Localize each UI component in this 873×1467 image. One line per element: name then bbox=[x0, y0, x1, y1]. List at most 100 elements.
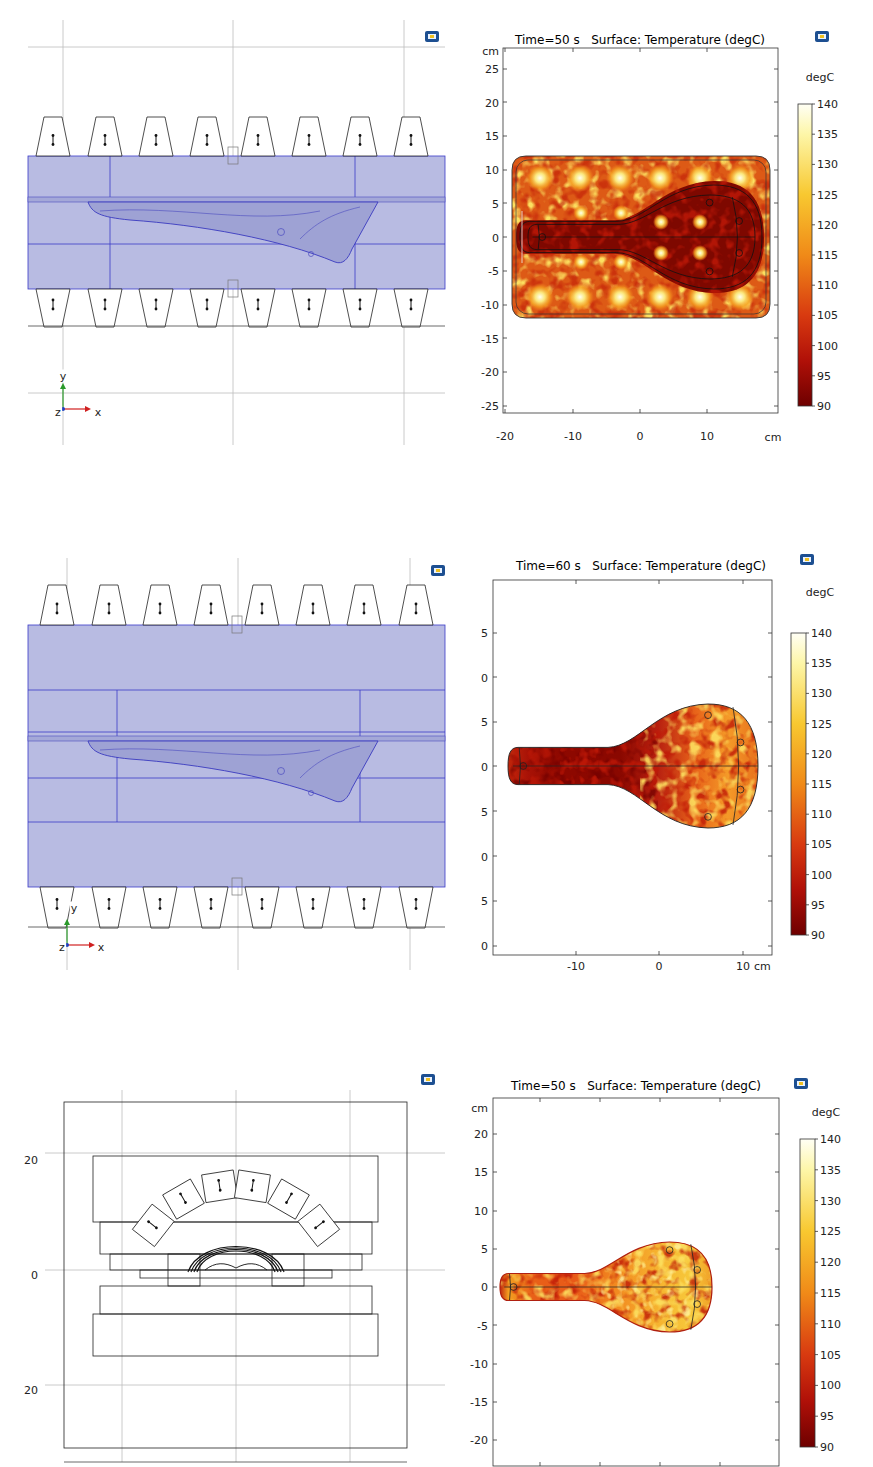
colorbar-tick bbox=[812, 134, 815, 135]
lamp-terminal bbox=[314, 1226, 318, 1230]
mount-hole bbox=[705, 712, 712, 719]
tick-mark bbox=[503, 338, 507, 339]
lamp-housing bbox=[296, 887, 330, 928]
axis-tick-label: 0 bbox=[31, 1269, 38, 1282]
axis-tick-label: 5 bbox=[481, 627, 488, 640]
lamp-terminal bbox=[56, 612, 59, 615]
tick-mark bbox=[743, 580, 744, 584]
tick-mark bbox=[576, 951, 577, 955]
tick-mark bbox=[640, 409, 641, 413]
lamp-terminal bbox=[104, 134, 107, 137]
side-view bbox=[28, 558, 445, 970]
lamp-terminal bbox=[257, 143, 260, 146]
tick-mark bbox=[493, 946, 497, 947]
lamp-terminal bbox=[359, 143, 362, 146]
axis-tick-label: 5 bbox=[481, 805, 488, 818]
lamp-terminal bbox=[219, 1189, 222, 1192]
mottle-group bbox=[512, 156, 770, 318]
guide-block bbox=[232, 616, 242, 633]
temperature-mottle bbox=[516, 180, 766, 295]
tick-mark bbox=[493, 1440, 497, 1441]
lamp-terminal bbox=[312, 612, 315, 615]
saddle-contour bbox=[300, 746, 360, 778]
lamp-filament bbox=[149, 1222, 157, 1228]
mold-line bbox=[28, 244, 445, 245]
saddle-outline bbox=[520, 185, 762, 289]
mottle-group bbox=[508, 700, 760, 835]
axis-triad-label: z bbox=[54, 406, 62, 419]
colorbar-tick bbox=[815, 1416, 818, 1417]
tick-mark bbox=[659, 951, 660, 955]
tick-mark bbox=[707, 48, 708, 52]
hot-spot bbox=[573, 254, 589, 270]
lamp-terminal bbox=[210, 612, 213, 615]
lamp-terminal bbox=[261, 907, 264, 910]
axis-tick-label: -15 bbox=[481, 332, 499, 345]
colorbar-tick-label: 125 bbox=[817, 188, 838, 201]
colorbar-tick-label: 110 bbox=[820, 1317, 841, 1330]
axis-tick-label: 5 bbox=[481, 716, 488, 729]
lamp-terminal bbox=[104, 143, 107, 146]
axis-tick-label: -20 bbox=[496, 430, 514, 443]
lamp-terminal bbox=[359, 299, 362, 302]
mount-hole bbox=[666, 1321, 673, 1328]
lamp-terminal bbox=[147, 1220, 151, 1224]
colorbar-tick-label: 130 bbox=[817, 158, 838, 171]
colorbar-tick-label: 135 bbox=[817, 128, 838, 141]
axis-tick-label: 20 bbox=[24, 1384, 38, 1397]
tick-mark bbox=[768, 946, 772, 947]
tick-mark bbox=[774, 203, 778, 204]
lamp-housing bbox=[347, 887, 381, 928]
lamp-filament bbox=[181, 1194, 186, 1203]
icon-mark bbox=[820, 35, 824, 38]
tick-mark bbox=[774, 271, 778, 272]
center-line bbox=[533, 237, 755, 238]
lamp-terminal bbox=[410, 299, 413, 302]
axis-tick-label: 20 bbox=[24, 1154, 38, 1167]
grid-line bbox=[350, 1090, 351, 1462]
lamp-terminal bbox=[359, 308, 362, 311]
colorbar-tick-label: 90 bbox=[811, 929, 825, 942]
mold-line bbox=[28, 822, 445, 823]
axis-tick-label: -10 bbox=[567, 960, 585, 973]
tick-mark bbox=[493, 677, 497, 678]
colorbar-tick bbox=[815, 1323, 818, 1324]
mount-hole bbox=[706, 268, 713, 275]
tool-block bbox=[93, 1314, 378, 1356]
tick-mark bbox=[493, 1325, 497, 1326]
colorbar-tick-label: 135 bbox=[811, 657, 832, 670]
axis-tick-label: 0 bbox=[481, 671, 488, 684]
colorbar-tick-label: 125 bbox=[811, 717, 832, 730]
plot-frame bbox=[493, 1098, 779, 1466]
tick-mark bbox=[503, 237, 507, 238]
tick-mark bbox=[768, 677, 772, 678]
lamp-housing bbox=[245, 585, 279, 625]
lamp-housing bbox=[92, 585, 126, 625]
axis-y-arrow bbox=[66, 923, 67, 945]
lamp-filament bbox=[287, 1194, 292, 1203]
colorbar-tick-label: 125 bbox=[820, 1225, 841, 1238]
lamp-housing bbox=[190, 289, 224, 327]
mount-hole bbox=[705, 813, 712, 820]
lamp-housing bbox=[36, 289, 70, 327]
axis-tick-label: -20 bbox=[481, 366, 499, 379]
temperature-plot bbox=[493, 580, 809, 955]
icon-body bbox=[431, 565, 445, 576]
mold-band bbox=[28, 156, 445, 289]
mount-hole bbox=[706, 199, 713, 206]
tick-mark bbox=[768, 633, 772, 634]
tick-mark bbox=[640, 48, 641, 52]
mount-hole bbox=[520, 763, 527, 770]
colorbar-tick-label: 120 bbox=[811, 747, 832, 760]
lamp-terminal bbox=[210, 603, 213, 606]
colorbar-tick-label: 140 bbox=[817, 98, 838, 111]
plot-title: Time=50 s Surface: Temperature (degC) bbox=[515, 34, 765, 47]
lamp-housing bbox=[163, 1179, 205, 1219]
mold-line bbox=[28, 778, 445, 779]
saddle-outline bbox=[528, 195, 755, 279]
tick-mark bbox=[774, 69, 778, 70]
colorbar-tick-label: 110 bbox=[811, 808, 832, 821]
colorbar-tick bbox=[812, 164, 815, 165]
colorbar-tick-label: 115 bbox=[817, 249, 838, 262]
axis-triad-label: z bbox=[58, 941, 66, 954]
